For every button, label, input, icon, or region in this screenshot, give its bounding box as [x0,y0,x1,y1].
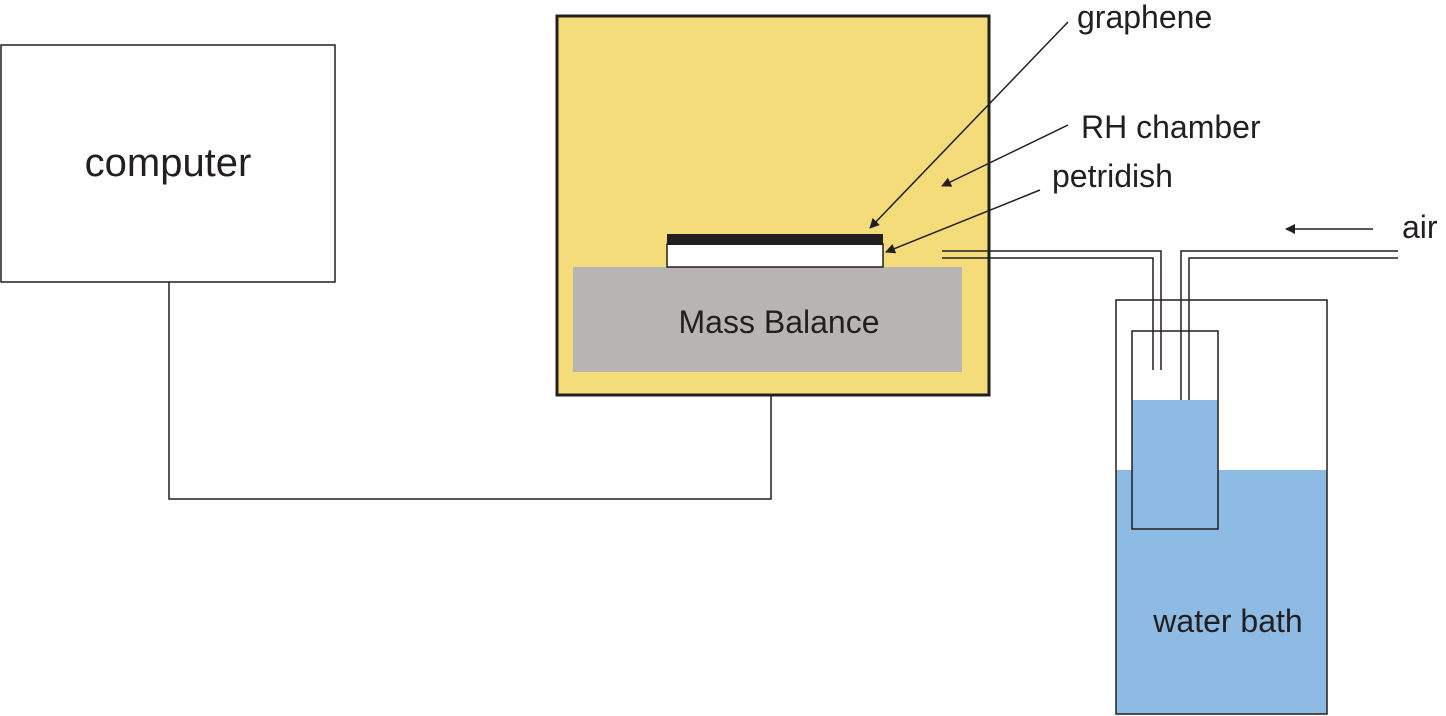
inlet-tube [1180,250,1398,400]
rh-chamber-label: RH chamber [1081,109,1261,145]
computer-label: computer [85,141,252,185]
outlet-tube [942,250,1162,370]
rh-chamber-pointer-arrow [941,124,1069,187]
petridish [666,243,884,268]
water-bath-container [1115,299,1328,715]
graphene-label: graphene [1077,0,1212,35]
water-bath-label: water bath [1152,603,1302,639]
mass-balance-label: Mass Balance [679,304,880,340]
bubbler-bottle [1131,330,1219,530]
mass-balance: Mass Balance [573,267,962,372]
graphene-layer [667,234,883,245]
petridish-pointer-arrow [885,189,1041,254]
air-label: air [1402,209,1438,245]
bubbler-water [1132,400,1218,529]
data-cable [168,282,772,500]
computer-box: computer [0,44,336,283]
petridish-label: petridish [1052,158,1173,194]
graphene-pointer-arrow [869,21,1069,229]
